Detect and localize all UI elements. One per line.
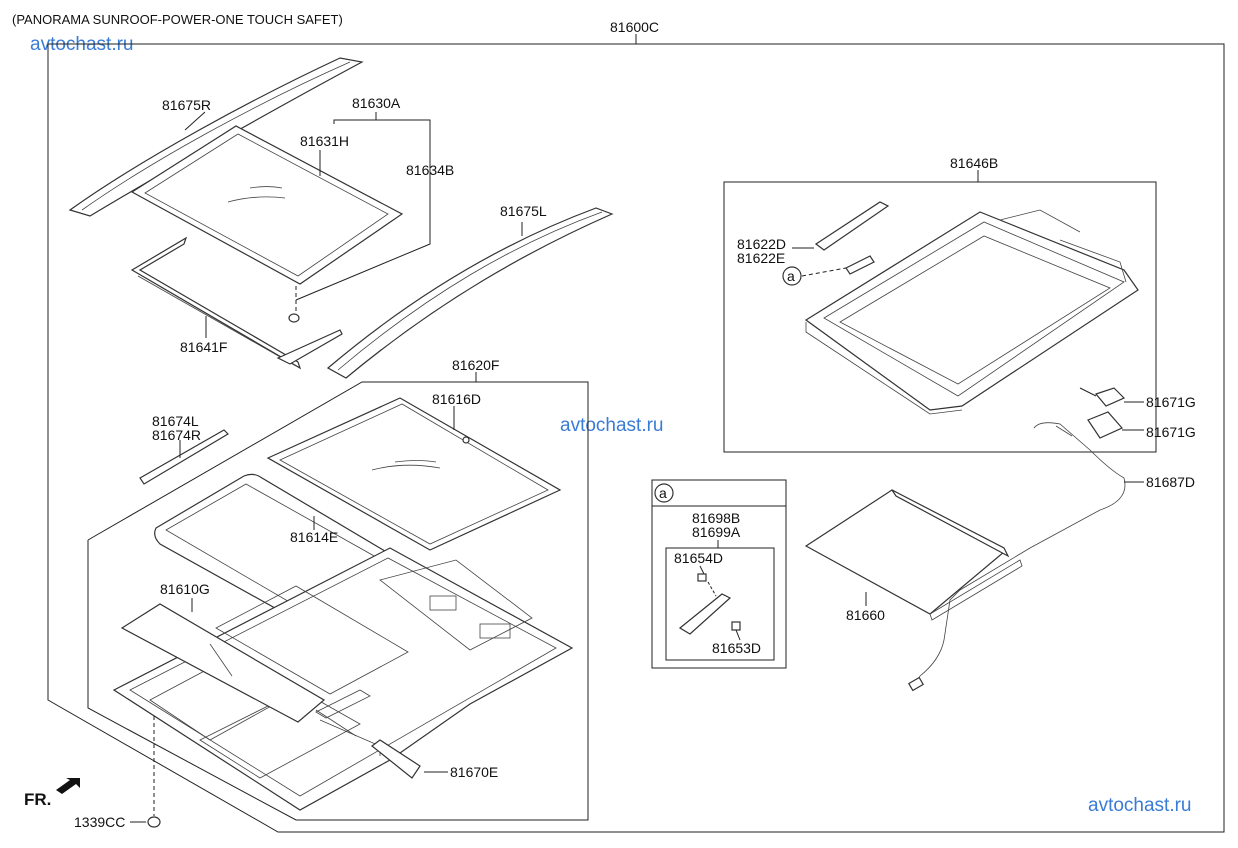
label-81674R[interactable]: 81674R	[152, 427, 201, 443]
roller-blind[interactable]: 81660	[804, 489, 1023, 623]
detail-a-marker-icon	[782, 266, 802, 286]
label-81654D[interactable]: 81654D	[674, 550, 723, 566]
label-81660[interactable]: 81660	[846, 607, 885, 623]
label-81622D[interactable]: 81622D	[737, 236, 786, 252]
rear-glass-subassembly-frame: 81620F	[87, 357, 589, 821]
detail-a-box: a 81698B 81699A 81654D 81653D	[651, 479, 787, 669]
label-81614E[interactable]: 81614E	[290, 529, 338, 545]
label-81675R[interactable]: 81675R	[162, 97, 211, 113]
watermark-center: avtochast.ru	[560, 415, 664, 436]
label-81622E[interactable]: 81622E	[737, 250, 785, 266]
grommet-icon	[288, 313, 300, 323]
label-1339CC[interactable]: 1339CC	[74, 814, 125, 830]
watermark-bottom-right: avtochast.ru	[1088, 795, 1192, 816]
sunroof-frame-assembly[interactable]	[804, 209, 1139, 415]
sunroof-frame-box: 81646B	[723, 155, 1157, 453]
label-81671G-upper[interactable]: 81671G	[1146, 394, 1196, 410]
label-81674L[interactable]: 81674L	[152, 413, 199, 429]
label-81687D[interactable]: 81687D	[1146, 474, 1195, 490]
drive-bracket[interactable]: 81622D 81622E a	[737, 201, 890, 286]
arrow-icon	[56, 778, 80, 794]
label-81620F[interactable]: 81620F	[452, 357, 499, 373]
clip-fastener[interactable]: 1339CC	[74, 716, 161, 830]
roof-molding-left[interactable]: 81675L	[326, 203, 614, 379]
label-81671G-lower[interactable]: 81671G	[1146, 424, 1196, 440]
cable-harness[interactable]: 81687D	[907, 422, 1195, 692]
label-81646B[interactable]: 81646B	[950, 155, 998, 171]
detail-a-box-marker-icon	[654, 483, 674, 503]
label-81631H[interactable]: 81631H	[300, 133, 349, 149]
guide-rail[interactable]: 81670E	[315, 709, 498, 780]
fr-label: FR.	[24, 790, 51, 809]
detail-a-box-marker-label: a	[659, 485, 667, 501]
label-81600C[interactable]: 81600C	[610, 19, 659, 35]
detail-a-marker-label: a	[787, 268, 795, 284]
label-81670E[interactable]: 81670E	[450, 764, 498, 780]
clip-icon	[147, 816, 161, 828]
label-81616D[interactable]: 81616D	[432, 391, 481, 407]
sunroof-motor-upper[interactable]: 81671G	[1079, 387, 1196, 410]
front-direction-indicator: FR.	[24, 778, 80, 809]
sunshade-panel[interactable]: 81610G	[120, 581, 326, 723]
wind-deflector[interactable]: 81641F	[130, 236, 343, 370]
side-trim-strip[interactable]: 81674L 81674R	[139, 413, 229, 485]
label-81653D[interactable]: 81653D	[712, 640, 761, 656]
label-81699A[interactable]: 81699A	[692, 524, 741, 540]
main-assembly-frame: 81600C	[47, 19, 1225, 833]
label-81641F[interactable]: 81641F	[180, 339, 227, 355]
front-glass-assembly[interactable]: 81630A 81631H 81634B	[130, 95, 454, 323]
diagram-title: (PANORAMA SUNROOF-POWER-ONE TOUCH SAFET)	[12, 12, 343, 27]
label-81610G[interactable]: 81610G	[160, 581, 210, 597]
label-81634B[interactable]: 81634B	[406, 162, 454, 178]
sunroof-motor-lower[interactable]: 81671G	[1087, 411, 1196, 440]
label-81630A[interactable]: 81630A	[352, 95, 401, 111]
roof-molding-right[interactable]: 81675R	[68, 57, 364, 217]
label-81675L[interactable]: 81675L	[500, 203, 547, 219]
bracket-part-icon	[678, 593, 732, 635]
rear-glass[interactable]: 81616D	[266, 391, 562, 551]
label-81698B[interactable]: 81698B	[692, 510, 740, 526]
